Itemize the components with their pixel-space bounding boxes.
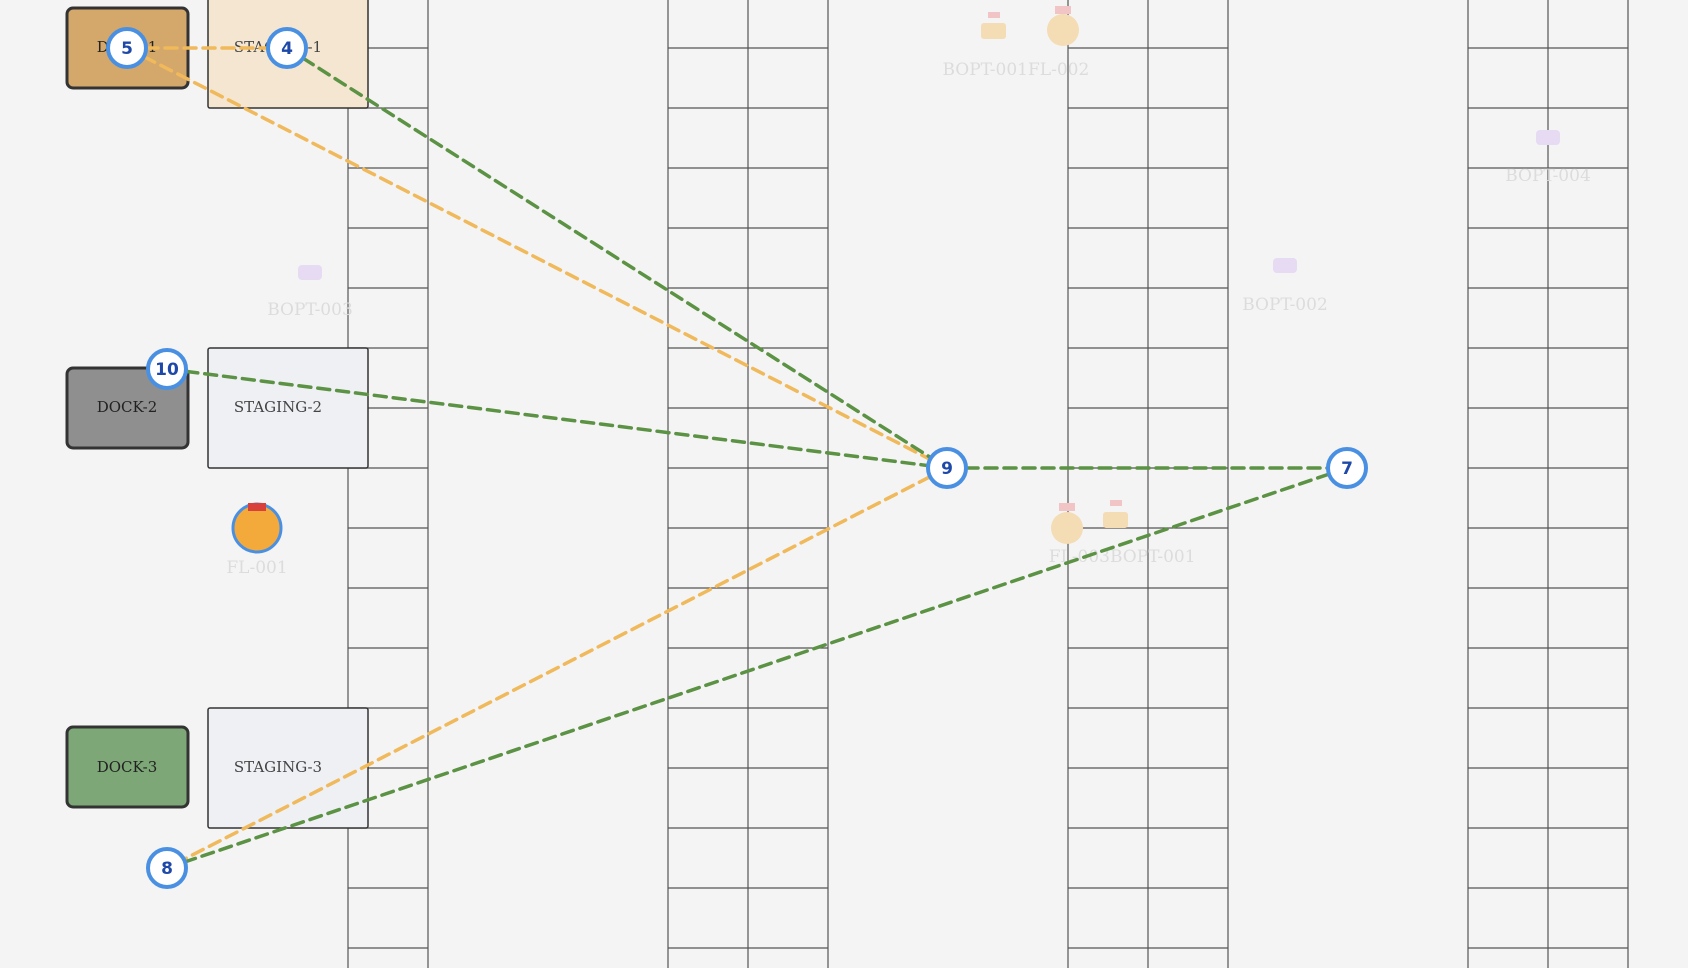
dock-box	[65, 725, 190, 809]
staging-2[interactable]: STAGING-2	[207, 347, 369, 469]
route-node-9[interactable]: 9	[926, 447, 968, 489]
node-label: 4	[281, 39, 293, 59]
route-segment-7-8	[165, 466, 1349, 870]
dock-label: DOCK-3	[97, 758, 158, 776]
rack-grid	[347, 0, 1629, 968]
route-nodes[interactable]: 5 4 10 9 7 8	[106, 27, 1368, 889]
forklift-top-icon	[1059, 503, 1075, 511]
node-circle	[266, 27, 308, 69]
forklift-icon	[1047, 14, 1079, 46]
dock-label: DOCK-2	[97, 398, 158, 416]
combo-label-right: FL-002	[1028, 60, 1089, 80]
node-circle	[926, 447, 968, 489]
route-node-4[interactable]: 4	[266, 27, 308, 69]
forklift-top-icon	[248, 503, 266, 511]
mid-vehicle-cluster[interactable]: FL-003 BOPT-001	[1049, 500, 1196, 567]
combo-label-right: BOPT-001	[1110, 547, 1196, 567]
staging-label: STAGING-2	[234, 398, 322, 416]
robot-label: BOPT-004	[1505, 166, 1591, 186]
route-node-8[interactable]: 8	[146, 847, 188, 889]
robot-bopt-002[interactable]: BOPT-002	[1242, 258, 1328, 315]
top-vehicle-cluster[interactable]: BOPT-001 FL-002	[942, 6, 1089, 80]
route-node-10[interactable]: 10	[146, 348, 188, 390]
dock-2[interactable]: DOCK-2	[65, 366, 190, 450]
robot-icon	[1273, 258, 1297, 273]
robot-icon	[1536, 130, 1560, 145]
combo-label-left: BOPT-001	[942, 60, 1028, 80]
staging-label: STAGING-3	[234, 758, 322, 776]
node-label: 9	[941, 459, 953, 479]
robot-bopt-003[interactable]: BOPT-003	[267, 265, 353, 320]
robot-top-icon	[1110, 500, 1122, 506]
robot-bopt-004[interactable]: BOPT-004	[1505, 130, 1591, 186]
staging-3[interactable]: STAGING-3	[207, 707, 369, 829]
forklift-label: FL-001	[226, 558, 287, 578]
dock-3[interactable]: DOCK-3	[65, 725, 190, 809]
route-segment-4-9	[285, 46, 949, 470]
node-circle	[106, 27, 148, 69]
dock-box	[65, 366, 190, 450]
forklift-fl-001[interactable]: FL-001	[226, 502, 288, 578]
route-paths	[125, 46, 1349, 870]
node-label: 5	[121, 39, 133, 59]
robot-icon	[981, 23, 1006, 39]
node-label: 10	[155, 360, 179, 380]
robot-top-icon	[988, 12, 1000, 18]
forklift-icon	[1051, 512, 1083, 544]
route-segment-5-9	[125, 46, 949, 470]
robot-icon	[298, 265, 322, 280]
route-node-7[interactable]: 7	[1326, 447, 1368, 489]
robot-label: BOPT-002	[1242, 295, 1328, 315]
node-circle	[146, 348, 188, 390]
route-segment-9-8	[165, 466, 949, 870]
staging-area-box	[207, 707, 369, 829]
robot-icon	[1103, 512, 1128, 528]
node-label: 8	[161, 859, 173, 879]
node-circle	[146, 847, 188, 889]
forklift-top-icon	[1055, 6, 1071, 14]
node-label: 7	[1341, 459, 1353, 479]
route-node-5[interactable]: 5	[106, 27, 148, 69]
node-circle	[1326, 447, 1368, 489]
route-segment-10-9	[165, 367, 949, 470]
robot-label: BOPT-003	[267, 300, 353, 320]
forklift-icon	[231, 502, 283, 554]
